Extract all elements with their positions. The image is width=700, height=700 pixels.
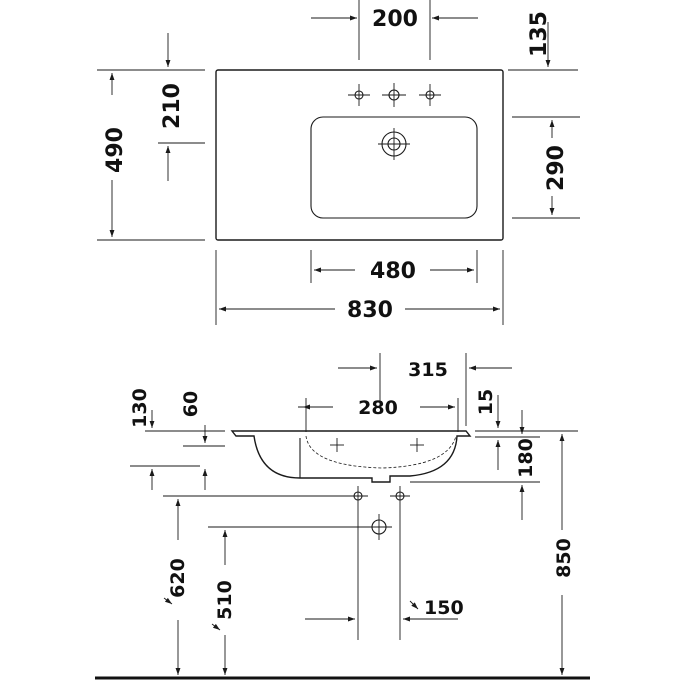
label-bowl-width: 480 [370,259,416,284]
dimension-bowl-inner: 280 [298,397,459,432]
dimension-rim-thickness: 15 [475,389,540,470]
label-rim-height: 130 [129,388,151,428]
dimension-mounting-height: 850 [540,430,578,675]
dimension-step-height: 60 [180,391,225,490]
top-view: 200 135 210 490 290 [97,0,580,325]
dimension-back-to-center: 210 [158,33,205,181]
label-depth: 490 [103,127,128,173]
label-supply-height: 620 [167,558,189,598]
label-back-to-holes: 135 [527,11,552,57]
label-bowl-depth: 290 [544,145,569,191]
drain-top [378,128,410,160]
label-mounting-height: 850 [553,538,575,578]
label-rim-thickness: 15 [475,389,497,415]
dimension-bowl-depth: 290 [512,116,580,219]
dimension-bowl-height: 180 [410,410,540,520]
label-supply-spacing: 150 [424,597,464,619]
supply-valve-right [390,486,410,506]
tap-marks-side [330,438,424,452]
label-width: 830 [347,298,393,323]
tap-hole-center [382,83,406,107]
basin-outline-top [215,69,504,241]
dimension-rim-height: 130 [129,388,225,490]
label-bowl-inner: 280 [358,397,398,419]
tap-hole-right [419,84,441,106]
label-step-height: 60 [180,391,202,417]
label-hole-spacing: 200 [372,7,418,32]
basin-profile [230,430,472,483]
label-back-to-center: 210 [160,83,185,129]
dimension-supply-height: 620 [163,495,348,675]
dimension-bowl-width: 480 [310,250,478,284]
dimension-drain-height: 510 [208,526,366,675]
drain-outlet [366,514,392,540]
supply-valve-left [348,486,368,506]
dimension-supply-spacing: 150 [305,506,464,640]
dimension-depth: 490 [97,69,205,241]
tap-hole-left [348,84,370,106]
dimension-hole-spacing: 200 [311,0,478,60]
label-drain-height: 510 [214,580,236,620]
dimension-bowl-offset: 315 [338,353,512,426]
side-view: 315 280 15 130 [95,353,590,680]
bowl-outline-top [310,116,478,219]
dimension-width: 830 [215,250,504,325]
bowl-inner [305,435,457,469]
label-bowl-offset: 315 [408,359,448,381]
dimension-back-to-holes: 135 [508,11,578,71]
label-bowl-height: 180 [515,438,537,478]
